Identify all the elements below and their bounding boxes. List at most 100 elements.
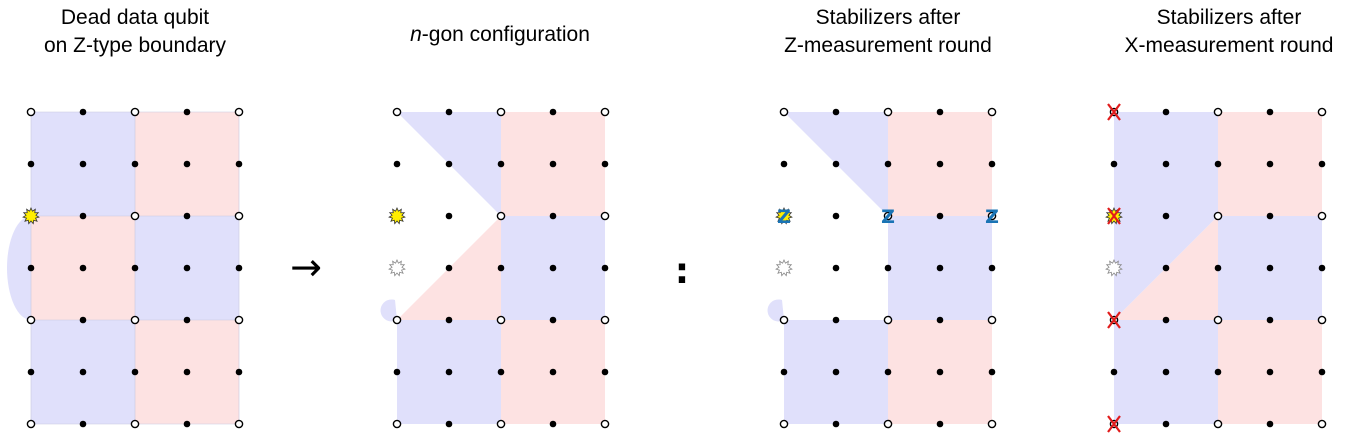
- ancilla-qubit: [130, 315, 140, 325]
- data-qubit: [936, 368, 944, 376]
- data-qubit: [1318, 160, 1326, 168]
- x-measurement-marker: [1107, 207, 1121, 225]
- ancilla-qubit: [1317, 211, 1327, 221]
- data-qubit: [497, 368, 505, 376]
- data-qubit: [183, 264, 191, 272]
- data-qubit: [1162, 420, 1170, 428]
- z-measurement-marker: Z: [777, 206, 791, 228]
- data-qubit: [79, 108, 87, 116]
- data-qubit: [445, 316, 453, 324]
- data-qubit: [832, 108, 840, 116]
- data-qubit: [936, 212, 944, 220]
- data-qubit: [884, 160, 892, 168]
- data-qubit: [79, 368, 87, 376]
- data-qubit: [1266, 108, 1274, 116]
- z-measurement-marker: Z: [881, 206, 895, 228]
- data-qubit: [1162, 108, 1170, 116]
- data-qubit: [1162, 316, 1170, 324]
- data-qubit: [235, 264, 243, 272]
- data-qubit: [549, 160, 557, 168]
- data-qubit: [1214, 160, 1222, 168]
- ancilla-qubit: [779, 419, 789, 429]
- data-qubit: [780, 368, 788, 376]
- ancilla-qubit: [883, 315, 893, 325]
- data-qubit: [549, 108, 557, 116]
- data-qubit: [1162, 212, 1170, 220]
- data-qubit: [936, 264, 944, 272]
- ancilla-qubit: [496, 107, 506, 117]
- data-qubit: [601, 368, 609, 376]
- ancilla-qubit: [987, 211, 997, 221]
- data-qubit: [393, 160, 401, 168]
- ancilla-qubit: [392, 315, 402, 325]
- ancilla-qubit: [234, 107, 244, 117]
- ancilla-qubit: [234, 211, 244, 221]
- data-qubit: [1162, 160, 1170, 168]
- data-qubit: [832, 316, 840, 324]
- data-qubit: [183, 108, 191, 116]
- data-qubit: [497, 264, 505, 272]
- data-qubit: [393, 368, 401, 376]
- data-qubit: [832, 212, 840, 220]
- data-qubit: [131, 160, 139, 168]
- ancilla-qubit: [1213, 107, 1223, 117]
- panel-1-title-line-1: Dead data qubit: [60, 6, 210, 29]
- data-qubit: [79, 160, 87, 168]
- ancilla-qubit: [600, 419, 610, 429]
- colon-glyph: :: [675, 251, 689, 292]
- data-qubit: [1110, 160, 1118, 168]
- data-qubit: [183, 420, 191, 428]
- data-qubit: [549, 368, 557, 376]
- data-qubit: [79, 420, 87, 428]
- data-qubit: [1266, 368, 1274, 376]
- panel-2-title: n-gon configuration: [370, 21, 630, 49]
- ancilla-qubit: [883, 107, 893, 117]
- data-qubit: [235, 368, 243, 376]
- data-qubit: [79, 316, 87, 324]
- data-qubit: [79, 212, 87, 220]
- data-qubit: [445, 368, 453, 376]
- data-qubit: [445, 420, 453, 428]
- ancilla-qubit: [26, 107, 36, 117]
- ancilla-qubit: [987, 419, 997, 429]
- data-qubit: [1266, 420, 1274, 428]
- data-qubit: [549, 316, 557, 324]
- data-qubit: [445, 264, 453, 272]
- data-qubit: [936, 108, 944, 116]
- data-qubit: [1266, 212, 1274, 220]
- panel-2-title-rest: -gon configuration: [421, 23, 590, 46]
- panel-1-title-line-2: on Z-type boundary: [43, 34, 227, 57]
- data-qubit: [183, 368, 191, 376]
- panel-2-lattice: [380, 107, 610, 429]
- data-qubit: [1214, 368, 1222, 376]
- z-boundary-stabilizer: [7, 216, 31, 320]
- panel-3-title: Stabilizers after Z-measurement round: [758, 4, 1018, 60]
- data-qubit: [1318, 264, 1326, 272]
- ancilla-qubit: [883, 211, 893, 221]
- ancilla-qubit: [496, 315, 506, 325]
- x-measurement-marker: [1107, 311, 1121, 329]
- ancilla-qubit: [987, 315, 997, 325]
- data-qubit: [79, 264, 87, 272]
- ancilla-qubit: [1213, 211, 1223, 221]
- ancilla-qubit: [26, 315, 36, 325]
- data-qubit: [131, 264, 139, 272]
- data-qubit: [1110, 368, 1118, 376]
- data-qubit: [445, 108, 453, 116]
- data-qubit: [27, 368, 35, 376]
- ancilla-qubit: [1213, 315, 1223, 325]
- ancilla-qubit: [600, 211, 610, 221]
- data-qubit: [936, 316, 944, 324]
- data-qubit: [549, 264, 557, 272]
- data-qubit: [549, 212, 557, 220]
- ancilla-qubit: [1317, 419, 1327, 429]
- data-qubit: [183, 212, 191, 220]
- ancilla-qubit: [130, 419, 140, 429]
- data-qubit: [832, 264, 840, 272]
- panel-1-title: Dead data qubit on Z-type boundary: [5, 4, 265, 60]
- data-qubit: [884, 368, 892, 376]
- data-qubit: [936, 160, 944, 168]
- panel-3-title-line-1: Stabilizers after: [815, 6, 961, 29]
